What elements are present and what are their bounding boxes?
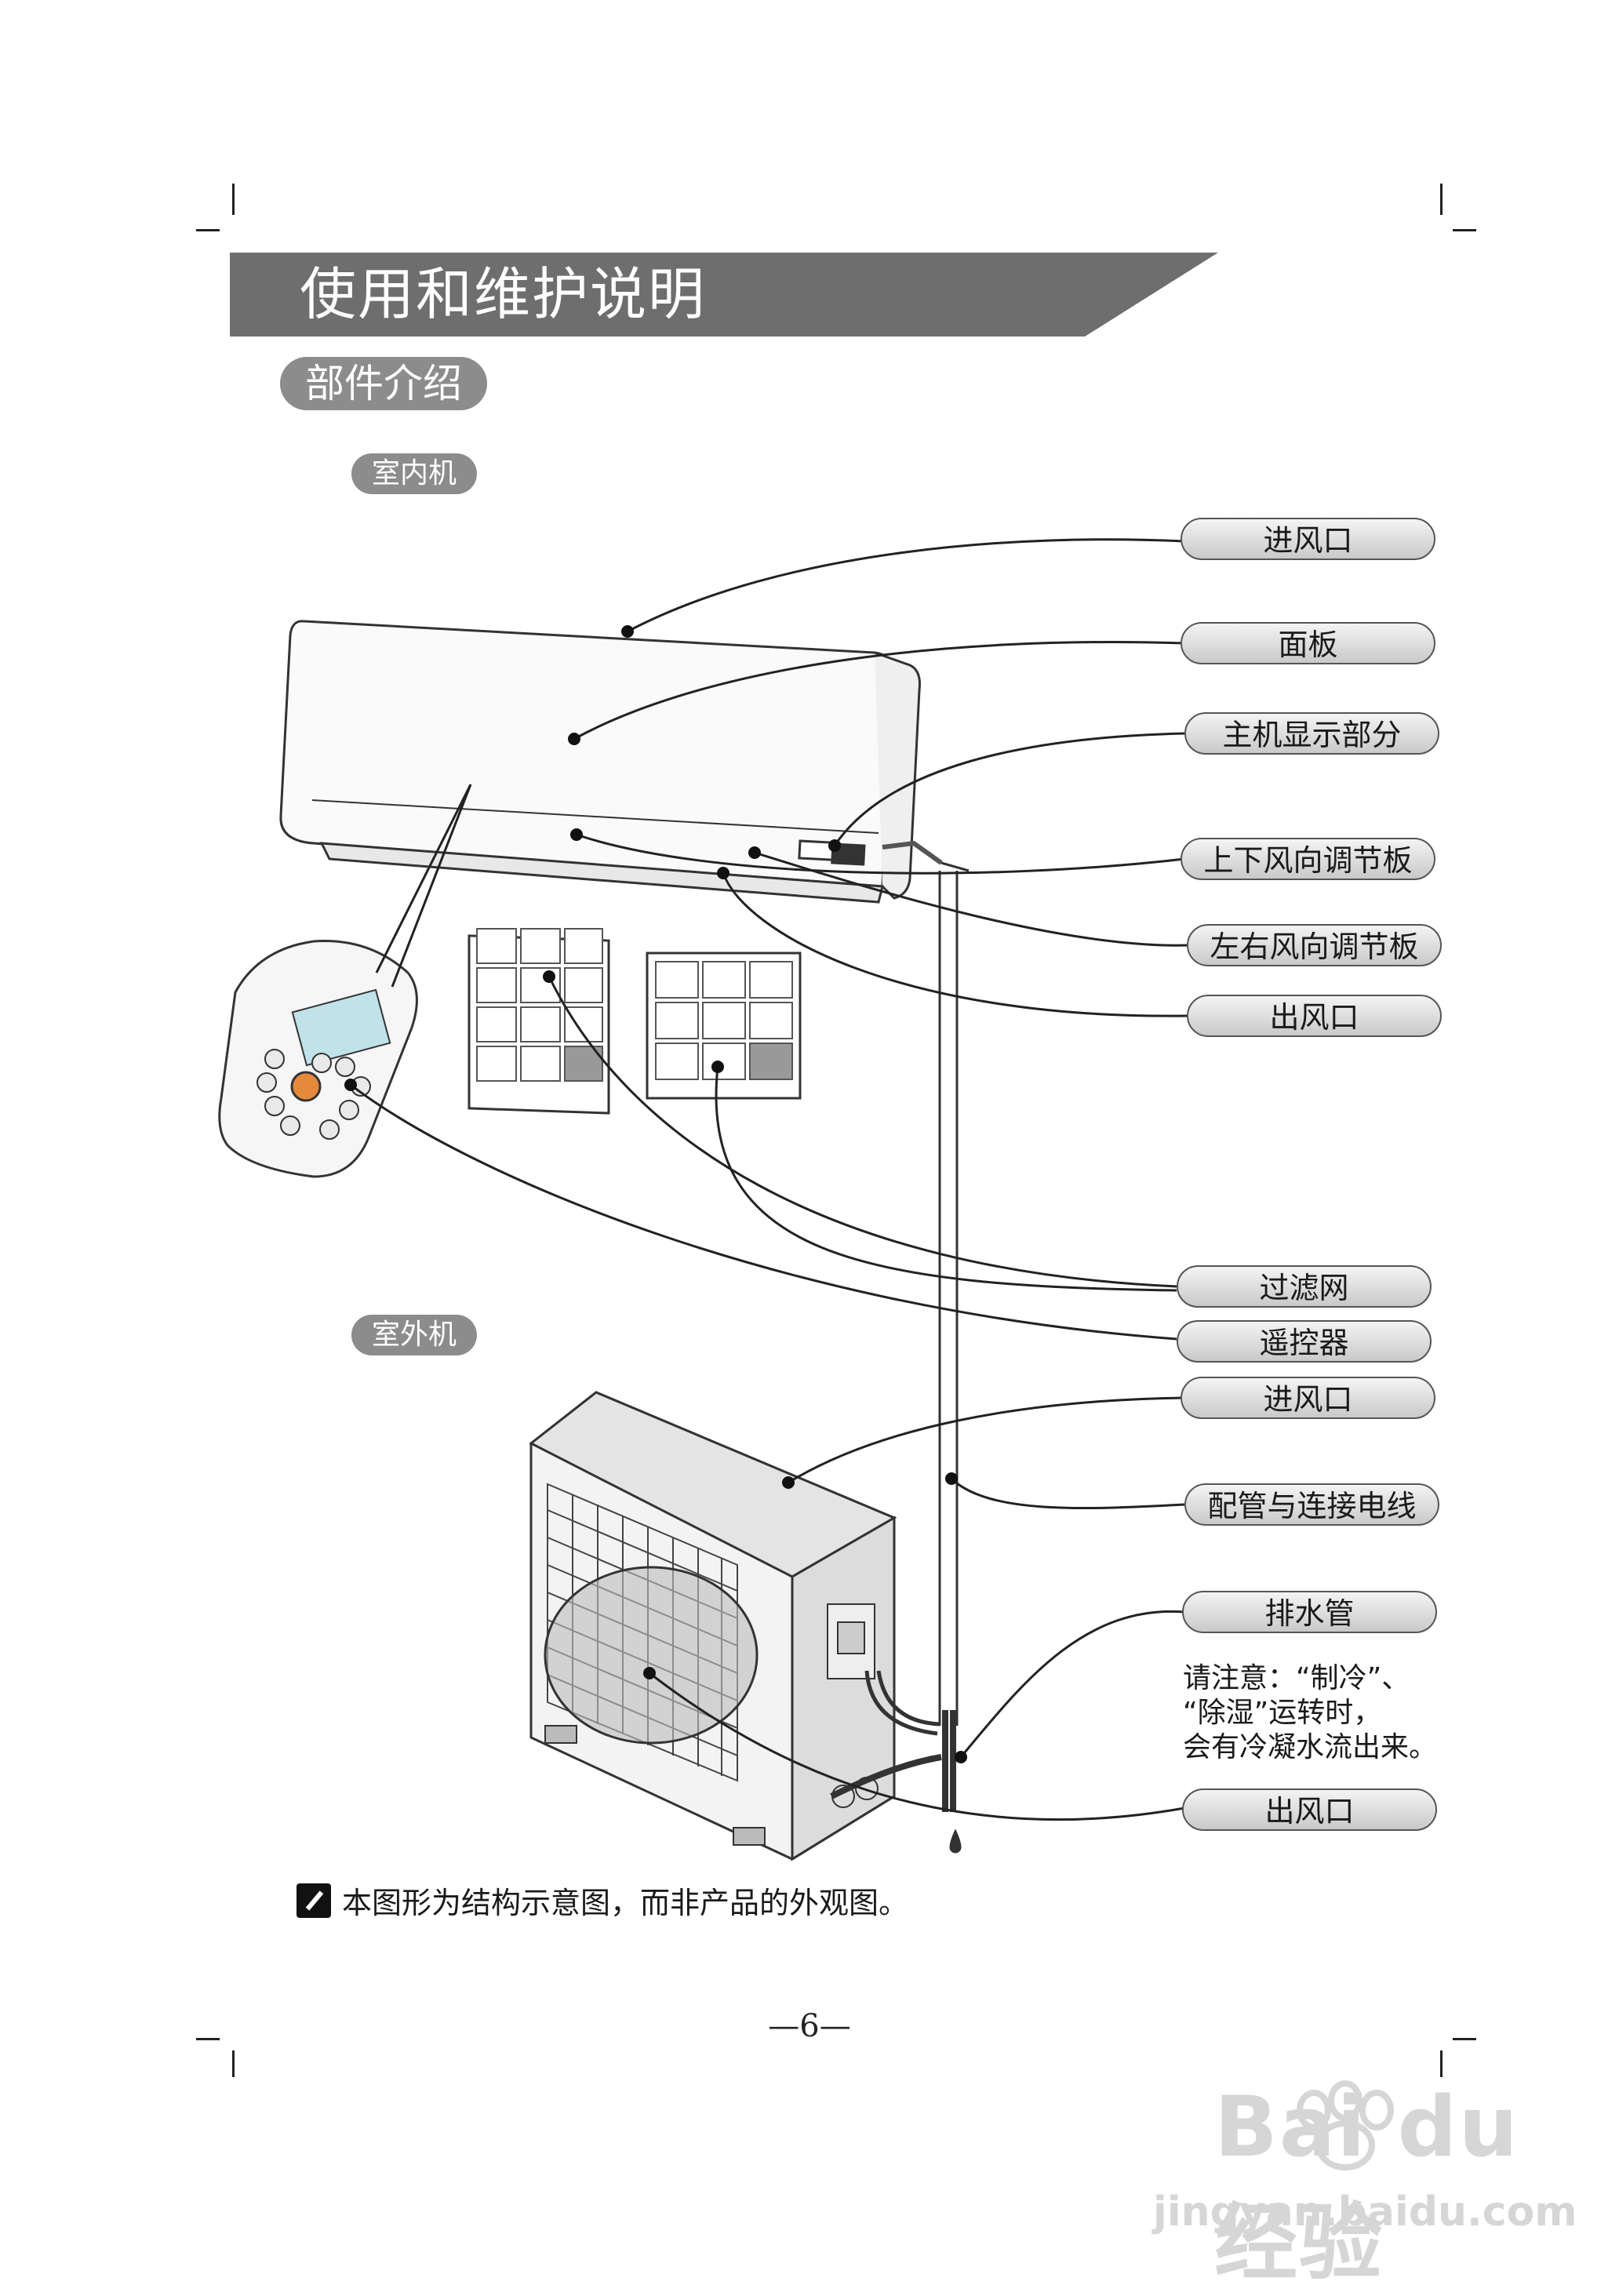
page-number: —6— — [768, 2008, 851, 2044]
label-filter: 过滤网 — [1177, 1265, 1432, 1308]
label-indoor-air-outlet: 出风口 — [1187, 995, 1442, 1037]
label-drain-pipe: 排水管 — [1182, 1591, 1437, 1633]
crop-mark-br-h — [1453, 2038, 1476, 2040]
page-title: 使用和维护说明 — [300, 261, 707, 327]
remote-drawing — [218, 940, 418, 1178]
outdoor-unit-drawing — [529, 1391, 897, 1861]
label-display: 主机显示部分 — [1184, 712, 1439, 755]
indoor-unit-drawing — [279, 620, 943, 904]
indoor-unit-title: 室内机 — [351, 453, 477, 494]
section-title: 部件介绍 — [280, 357, 487, 410]
leader-dots — [344, 625, 967, 1763]
label-outdoor-air-outlet: 出风口 — [1182, 1788, 1437, 1831]
label-vertical-louver: 上下风向调节板 — [1181, 838, 1435, 880]
crop-mark-tl-h — [196, 229, 220, 231]
label-outdoor-air-inlet: 进风口 — [1181, 1377, 1435, 1419]
label-piping: 配管与连接电线 — [1184, 1483, 1439, 1526]
label-horizontal-louver: 左右风向调节板 — [1187, 924, 1442, 966]
watermark-url: jingyan.baidu.com — [1153, 2189, 1577, 2236]
footnote: 本图形为结构示意图，而非产品的外观图。 — [297, 1879, 908, 1922]
crop-mark-br-v — [1440, 2050, 1443, 2077]
footnote-text: 本图形为结构示意图，而非产品的外观图。 — [342, 1886, 909, 1920]
crop-mark-bl-h — [196, 2038, 220, 2040]
outdoor-unit-title: 室外机 — [351, 1315, 477, 1355]
watermark-brand: Bai du 经验 — [1214, 2079, 1519, 2291]
pencil-icon — [297, 1883, 331, 1918]
label-remote: 遥控器 — [1177, 1320, 1432, 1363]
filter-drawing — [468, 928, 802, 1115]
label-indoor-air-inlet: 进风口 — [1181, 518, 1435, 560]
notice-line-3: 会有冷凝水流出来。 — [1183, 1731, 1438, 1763]
header-band — [230, 253, 1218, 337]
crop-mark-tr-h — [1453, 229, 1476, 231]
baidu-paw-icon — [1297, 2080, 1394, 2170]
crop-mark-tl-v — [232, 184, 235, 215]
piping-drawing — [830, 861, 970, 1854]
condensate-notice: 请注意：“制冷”、 “除湿”运转时， 会有冷凝水流出来。 — [1183, 1661, 1591, 1765]
notice-line-2: “除湿”运转时， — [1183, 1697, 1382, 1729]
crop-mark-tr-v — [1440, 184, 1443, 215]
leader-lines — [350, 538, 1189, 1821]
label-panel: 面板 — [1181, 622, 1435, 664]
crop-mark-bl-v — [232, 2050, 235, 2077]
notice-line-1: 请注意：“制冷”、 — [1183, 1662, 1410, 1694]
